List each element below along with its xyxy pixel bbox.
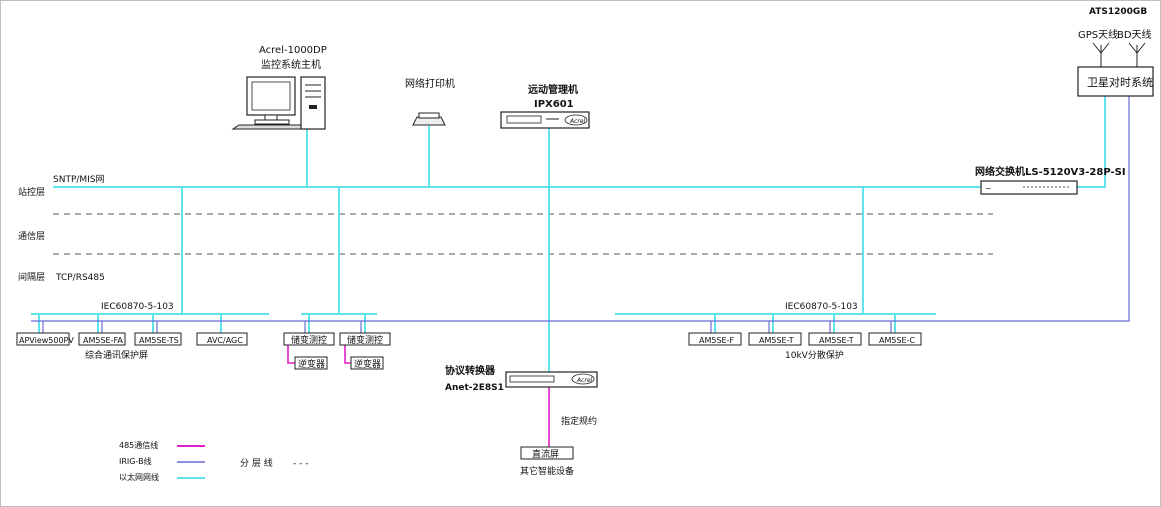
converter-model: Anet-2E8S1 — [445, 383, 504, 393]
device-avc-agc-label: AVC/AGC — [207, 336, 243, 345]
legend-irig-label: IRIG-B线 — [119, 456, 152, 466]
device-am5se-t-2 — [808, 332, 862, 346]
other-devices-label: 其它智能设备 — [520, 465, 574, 477]
left-caption: 综合通讯保护屏 — [85, 349, 148, 361]
printer-icon — [412, 112, 446, 126]
satellite-label: 卫星对时系统 — [1087, 75, 1153, 89]
dc-panel-label: 直流屏 — [532, 448, 559, 460]
device-apview — [16, 332, 70, 346]
legend-layer-dash: - - - — [293, 459, 308, 469]
device-am5se-t-1 — [748, 332, 802, 346]
device-am5se-t-1-label: AM5SE-T — [759, 336, 794, 345]
rtu-brand: Acrel — [569, 118, 586, 125]
legend-rs485-label: 485通信线 — [119, 440, 158, 450]
antenna-icons — [1092, 42, 1146, 67]
ethernet-lines — [31, 96, 1106, 372]
device-am5se-f — [688, 332, 742, 346]
host-name: Acrel-1000DP — [259, 45, 327, 56]
satellite-box — [1077, 66, 1154, 97]
switch-device-icon — [980, 180, 1078, 195]
tcp-label: TCP/RS485 — [55, 273, 105, 283]
converter-brand: Acrel — [576, 377, 593, 384]
bd-label: BD天线 — [1117, 28, 1152, 41]
inverter-2 — [350, 356, 384, 370]
dc-panel — [520, 446, 574, 460]
device-storage-1-label: 储变测控 — [291, 334, 327, 346]
inverter-2-label: 逆变器 — [354, 358, 381, 370]
device-am5se-c-label: AM5SE-C — [879, 336, 915, 345]
rtu-model: IPX601 — [534, 99, 574, 110]
device-am5se-fa-label: AM5SE-FA — [83, 336, 123, 345]
printer-label: 网络打印机 — [405, 77, 455, 90]
legend-eth-label: 以太网网线 — [119, 472, 159, 482]
legend-layer-label: 分 层 线 — [240, 457, 273, 469]
rs485-lines — [287, 345, 550, 447]
device-storage-2 — [339, 332, 391, 346]
layer-comm: 通信层 — [18, 230, 45, 242]
device-am5se-t-2-label: AM5SE-T — [819, 336, 854, 345]
inverter-1-label: 逆变器 — [298, 358, 325, 370]
irig-lines — [31, 96, 1130, 333]
layer-bay: 间隔层 — [18, 271, 45, 283]
device-storage-2-label: 储变测控 — [347, 334, 383, 346]
converter-protocol: 指定规约 — [561, 415, 597, 427]
right-caption: 10kV分散保护 — [785, 349, 844, 361]
sntp-label: SNTP/MIS网 — [53, 174, 105, 185]
left-protocol: IEC60870-5-103 — [101, 302, 174, 312]
gps-label: GPS天线 — [1078, 28, 1118, 41]
device-am5se-c — [868, 332, 922, 346]
device-am5se-fa — [78, 332, 126, 346]
converter-device-icon — [505, 371, 598, 388]
rtu-title: 远动管理机 — [528, 83, 578, 96]
switch-label: 网络交换机LS-5120V3-28P-SI — [975, 165, 1126, 178]
right-protocol: IEC60870-5-103 — [785, 302, 858, 312]
device-am5se-f-label: AM5SE-F — [699, 336, 734, 345]
converter-title: 协议转换器 — [445, 364, 496, 377]
device-am5se-ts-label: AM5SE-TS — [139, 336, 179, 345]
rtu-device-icon — [500, 111, 590, 129]
inverter-1 — [294, 356, 328, 370]
device-apview-label: APView500PV — [19, 336, 74, 345]
ats-model: ATS1200GB — [1089, 7, 1147, 17]
switch-mark: ~ — [985, 184, 992, 193]
layer-station: 站控层 — [18, 186, 45, 198]
device-avc-agc — [196, 332, 248, 346]
host-computer-icon — [231, 76, 326, 130]
device-storage-1 — [283, 332, 335, 346]
device-am5se-ts — [134, 332, 182, 346]
host-desc: 监控系统主机 — [261, 58, 321, 71]
